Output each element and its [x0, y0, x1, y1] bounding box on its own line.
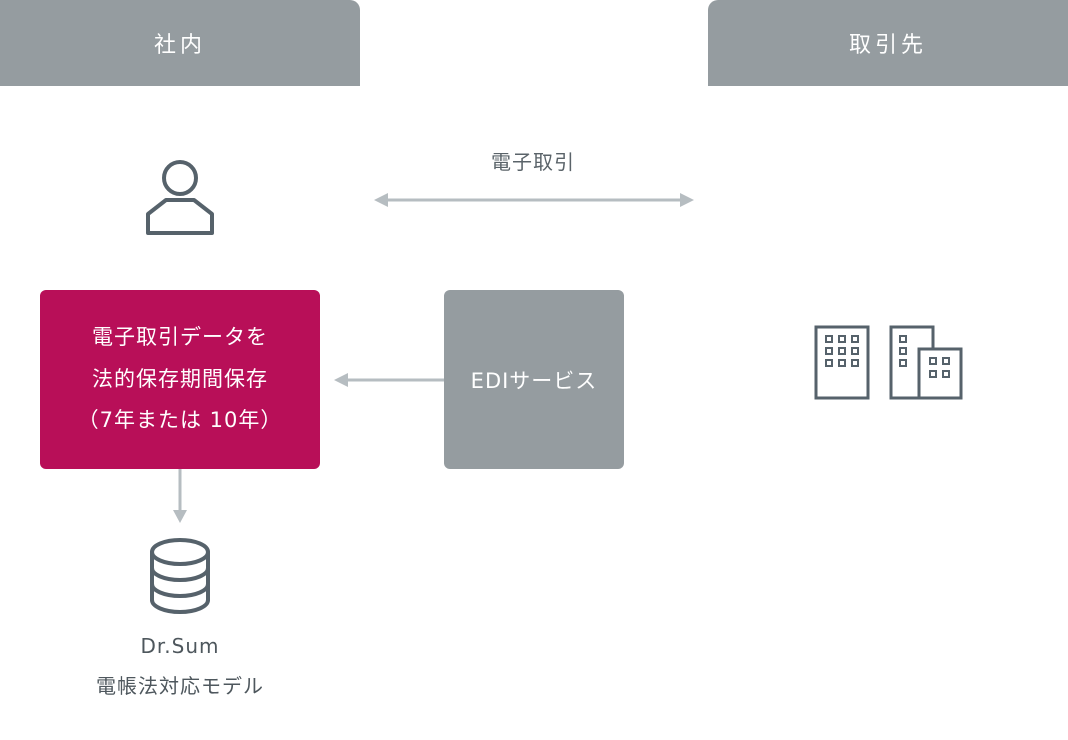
db-arrowhead [173, 510, 187, 523]
storage-box: 電子取引データを 法的保存期間保存 （7年または 10年） [40, 290, 320, 469]
transaction-arrowhead-left [374, 193, 388, 207]
building-left [814, 325, 870, 400]
building-window [851, 359, 859, 367]
storage-box-line: 電子取引データを [92, 325, 268, 350]
database-band [150, 566, 210, 582]
storage-to-db-arrow [173, 469, 187, 523]
building-window [838, 359, 846, 367]
building-window [942, 357, 950, 365]
person-head [162, 160, 198, 196]
transaction-label: 電子取引 [491, 150, 575, 174]
building-window [899, 347, 907, 355]
edi-service-box: EDIサービス [444, 290, 624, 469]
database-name: Dr.Sum [140, 634, 220, 658]
building-window [838, 347, 846, 355]
database-model: 電帳法対応モデル [96, 674, 264, 698]
transaction-arrow [374, 193, 694, 207]
building-window [825, 335, 833, 343]
building-window [825, 359, 833, 367]
database-top [150, 538, 210, 566]
building-icon [889, 325, 963, 400]
building-window [851, 347, 859, 355]
building-window [838, 335, 846, 343]
database-icon [150, 538, 210, 614]
edi-arrowhead [334, 373, 348, 387]
header-partner-label: 取引先 [848, 33, 927, 58]
building-window [851, 335, 859, 343]
building-window [899, 359, 907, 367]
transaction-arrowhead-right [680, 193, 694, 207]
header-internal: 社内 [0, 0, 360, 86]
header-internal-label: 社内 [153, 33, 206, 58]
building-window [929, 370, 937, 378]
building-window [825, 347, 833, 355]
person-icon [146, 160, 214, 235]
database-bottom [150, 598, 210, 614]
header-partner: 取引先 [708, 0, 1068, 86]
edi-to-storage-arrow [334, 373, 444, 387]
building-icon [814, 325, 870, 400]
database-band [150, 582, 210, 598]
building-short [917, 347, 963, 400]
building-window [929, 357, 937, 365]
building-window [942, 370, 950, 378]
building-window [899, 335, 907, 343]
storage-box-line: 法的保存期間保存 [92, 366, 268, 391]
storage-box-line: （7年または 10年） [77, 408, 283, 433]
edi-service-label: EDIサービス [470, 368, 598, 393]
person-body [146, 198, 214, 235]
